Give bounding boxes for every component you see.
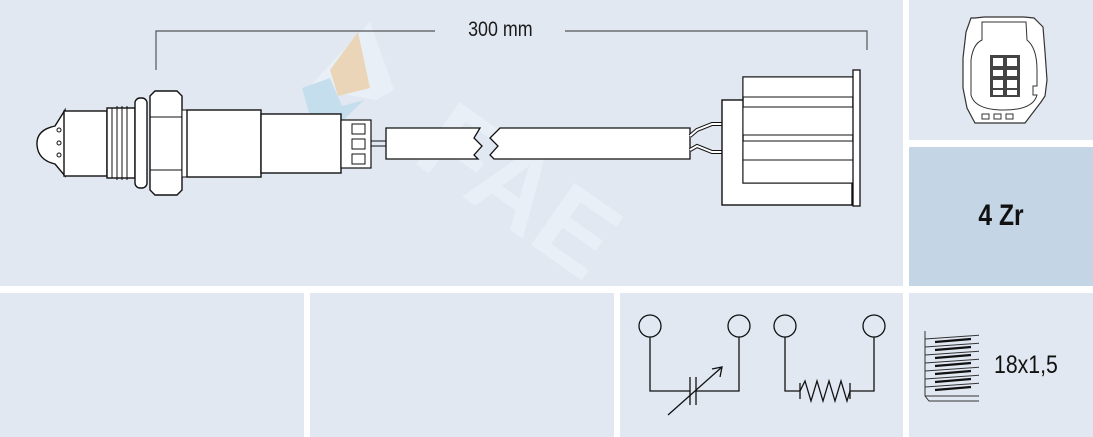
svg-text:FAE: FAE (396, 79, 642, 286)
sensor-drawing-panel: FAE (0, 0, 903, 286)
empty-panel-2 (310, 293, 614, 437)
heater-resistor-icon (773, 314, 886, 404)
variable-capacitor-icon (638, 314, 751, 416)
oxygen-sensor-drawing: FAE (36, 30, 868, 286)
wire-count-label: 4 Zr (978, 199, 1024, 232)
wire-count-panel: 4 Zr (909, 147, 1093, 286)
empty-panel-1 (0, 293, 304, 437)
cable-length-label: 300 mm (463, 18, 538, 42)
connector-face-icon (962, 16, 1048, 124)
thread-spec-panel: 18x1,5 (909, 293, 1093, 437)
circuit-symbols-panel (620, 293, 903, 437)
connector-face-panel (909, 0, 1093, 140)
thread-size-label: 18x1,5 (994, 351, 1058, 379)
thread-icon (924, 331, 979, 402)
